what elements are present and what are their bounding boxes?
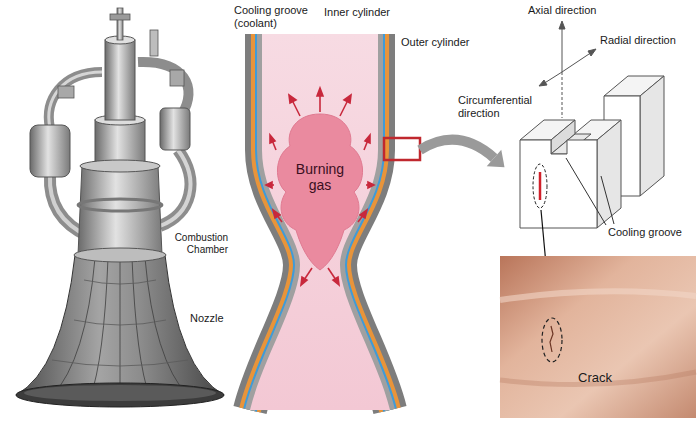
chamber-section [420, 140, 494, 158]
part-label: Nozzle [190, 312, 224, 325]
engine-illustration [160, 150, 190, 226]
engine-illustration [16, 8, 224, 407]
direction-axes [562, 26, 563, 72]
engine-illustration [49, 72, 102, 128]
engine-illustration [52, 258, 95, 396]
chamber-section [365, 135, 370, 143]
chamber-section [250, 34, 505, 410]
part-label: Cooling groove (coolant) [234, 4, 318, 30]
chamber-section [368, 182, 374, 188]
crack-photo [500, 256, 696, 418]
specimen-block [597, 120, 621, 228]
chamber-section [340, 100, 348, 116]
chamber-section [270, 135, 275, 143]
engine-illustration [117, 8, 123, 40]
crack-photo [500, 256, 696, 418]
chamber-section [360, 210, 367, 218]
engine-illustration [110, 14, 130, 20]
direction-axes [559, 21, 565, 29]
engine-illustration [49, 72, 102, 128]
part-label: Outer cylinder [401, 36, 469, 49]
engine-illustration [58, 86, 74, 98]
direction-axes [539, 80, 547, 86]
chamber-section [384, 138, 420, 160]
specimen-block [539, 172, 542, 200]
specimen-block [533, 164, 547, 208]
direction-label: Radial direction [600, 34, 676, 47]
crack-photo [550, 326, 553, 352]
engine-illustration [74, 320, 166, 325]
engine-illustration [24, 385, 216, 401]
engine-illustration [74, 248, 166, 262]
direction-axes [588, 49, 596, 56]
specimen-block [601, 176, 614, 224]
chamber-section [344, 95, 351, 103]
engine-illustration [30, 125, 70, 177]
chamber-section [487, 150, 505, 168]
gas-cloud: Burning gas [274, 112, 366, 272]
engine-illustration [80, 160, 160, 172]
chamber-section [266, 88, 374, 285]
engine-illustration [150, 30, 158, 56]
specimen-block [520, 140, 597, 228]
engine-illustration [84, 280, 156, 284]
engine-illustration [145, 258, 188, 396]
part-label: Combustion Chamber [166, 232, 228, 256]
chamber-section [289, 95, 296, 103]
chamber-section [301, 277, 307, 285]
chamber-section [266, 182, 272, 188]
engine-illustration [78, 165, 162, 255]
engine-illustration [95, 120, 145, 166]
crack-photo [542, 318, 562, 362]
specimen-block [640, 76, 664, 196]
part-label: Cooling groove [608, 226, 682, 239]
engine-illustration [78, 199, 162, 211]
node-text: Burning gas [289, 161, 351, 193]
direction-label: Axial direction [528, 4, 596, 17]
crack-photo [500, 291, 696, 300]
direction-axes [539, 21, 596, 118]
engine-illustration [160, 108, 190, 150]
engine-illustration [160, 150, 190, 226]
chamber-section [333, 277, 339, 285]
chamber-section [292, 100, 300, 116]
specimen-block [566, 158, 606, 225]
engine-illustration [105, 40, 135, 120]
gas-cloud-shape [277, 114, 362, 270]
engine-illustration [138, 62, 189, 114]
engine-illustration [120, 258, 121, 400]
photo-label: Crack [578, 370, 612, 385]
engine-illustration [16, 383, 224, 407]
engine-illustration [170, 70, 184, 86]
chamber-section [273, 210, 280, 218]
chamber-section [250, 34, 390, 410]
direction-axes [562, 72, 563, 118]
direction-label: Circumferential direction [458, 94, 540, 120]
engine-illustration [52, 360, 188, 366]
direction-axes [562, 52, 592, 72]
chamber-section [317, 88, 323, 96]
part-label: Inner cylinder [324, 6, 390, 19]
engine-illustration [90, 258, 108, 398]
